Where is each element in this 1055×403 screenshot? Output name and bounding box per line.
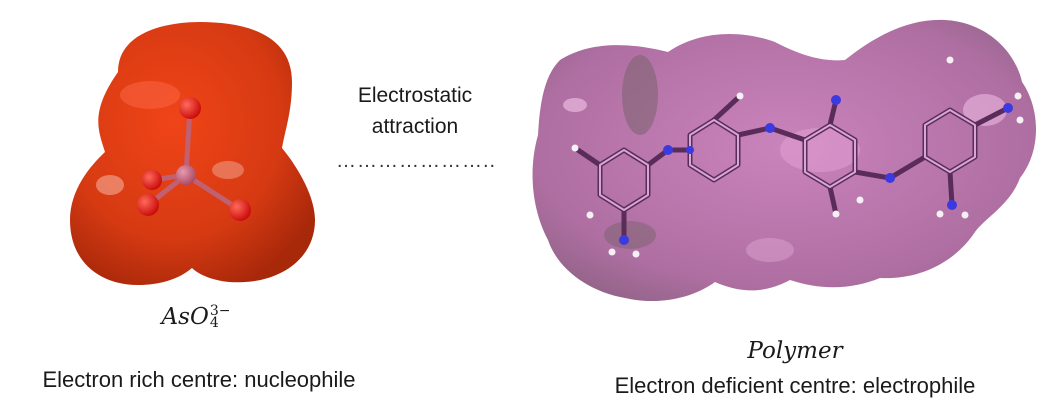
interaction-label-line1: Electrostatic [357,84,473,107]
hydrogen-atom [832,210,840,218]
anion-caption: Electron rich centre: nucleophile [42,367,356,392]
anion-formula-charge: 3− [209,303,231,320]
hydrogen-atom [736,92,744,100]
hydrogen-atom [856,196,864,204]
nitrogen-atom [663,145,673,155]
polymer-nitrogens [619,95,1013,245]
hydrogen-atom [571,144,579,152]
nitrogen-atom [831,95,841,105]
hydrogen-atom [946,56,954,64]
oxygen-atom [137,194,159,216]
nitrogen-atom [765,123,775,133]
hydrogen-atom [961,211,969,219]
nitrogen-atom [686,146,694,154]
hydrogen-atom [1014,92,1022,100]
hydrogen-atom [608,248,616,256]
polymer-caption: Electron deficient centre: electrophile [614,373,976,398]
oxygen-atom [179,97,201,119]
hydrogen-atom [1016,116,1024,124]
polymer-hydrogens [571,56,1024,258]
nitrogen-atom [885,173,895,183]
polymer-name: Polymer [747,338,843,364]
interaction-label: Electrostatic attraction [358,80,472,142]
hydrogen-atom [586,211,594,219]
hydrogen-atom [632,250,640,258]
nitrogen-atom [619,235,629,245]
nitrogen-atom [1003,103,1013,113]
nitrogen-atom [947,200,957,210]
anion-surface [70,22,315,285]
attraction-dotted-line: ………………….. [335,150,497,172]
arsenic-atom [176,165,196,185]
oxygen-atom [142,170,162,190]
interaction-label-line2: attraction [371,115,459,138]
polymer-surface [532,19,1036,302]
oxygen-atom [229,199,251,221]
anion-formula-subscript: 4 [209,315,219,331]
hydrogen-atom [936,210,944,218]
anion-formula-base: AsO [161,304,209,330]
anion-ball-and-stick [137,97,251,221]
